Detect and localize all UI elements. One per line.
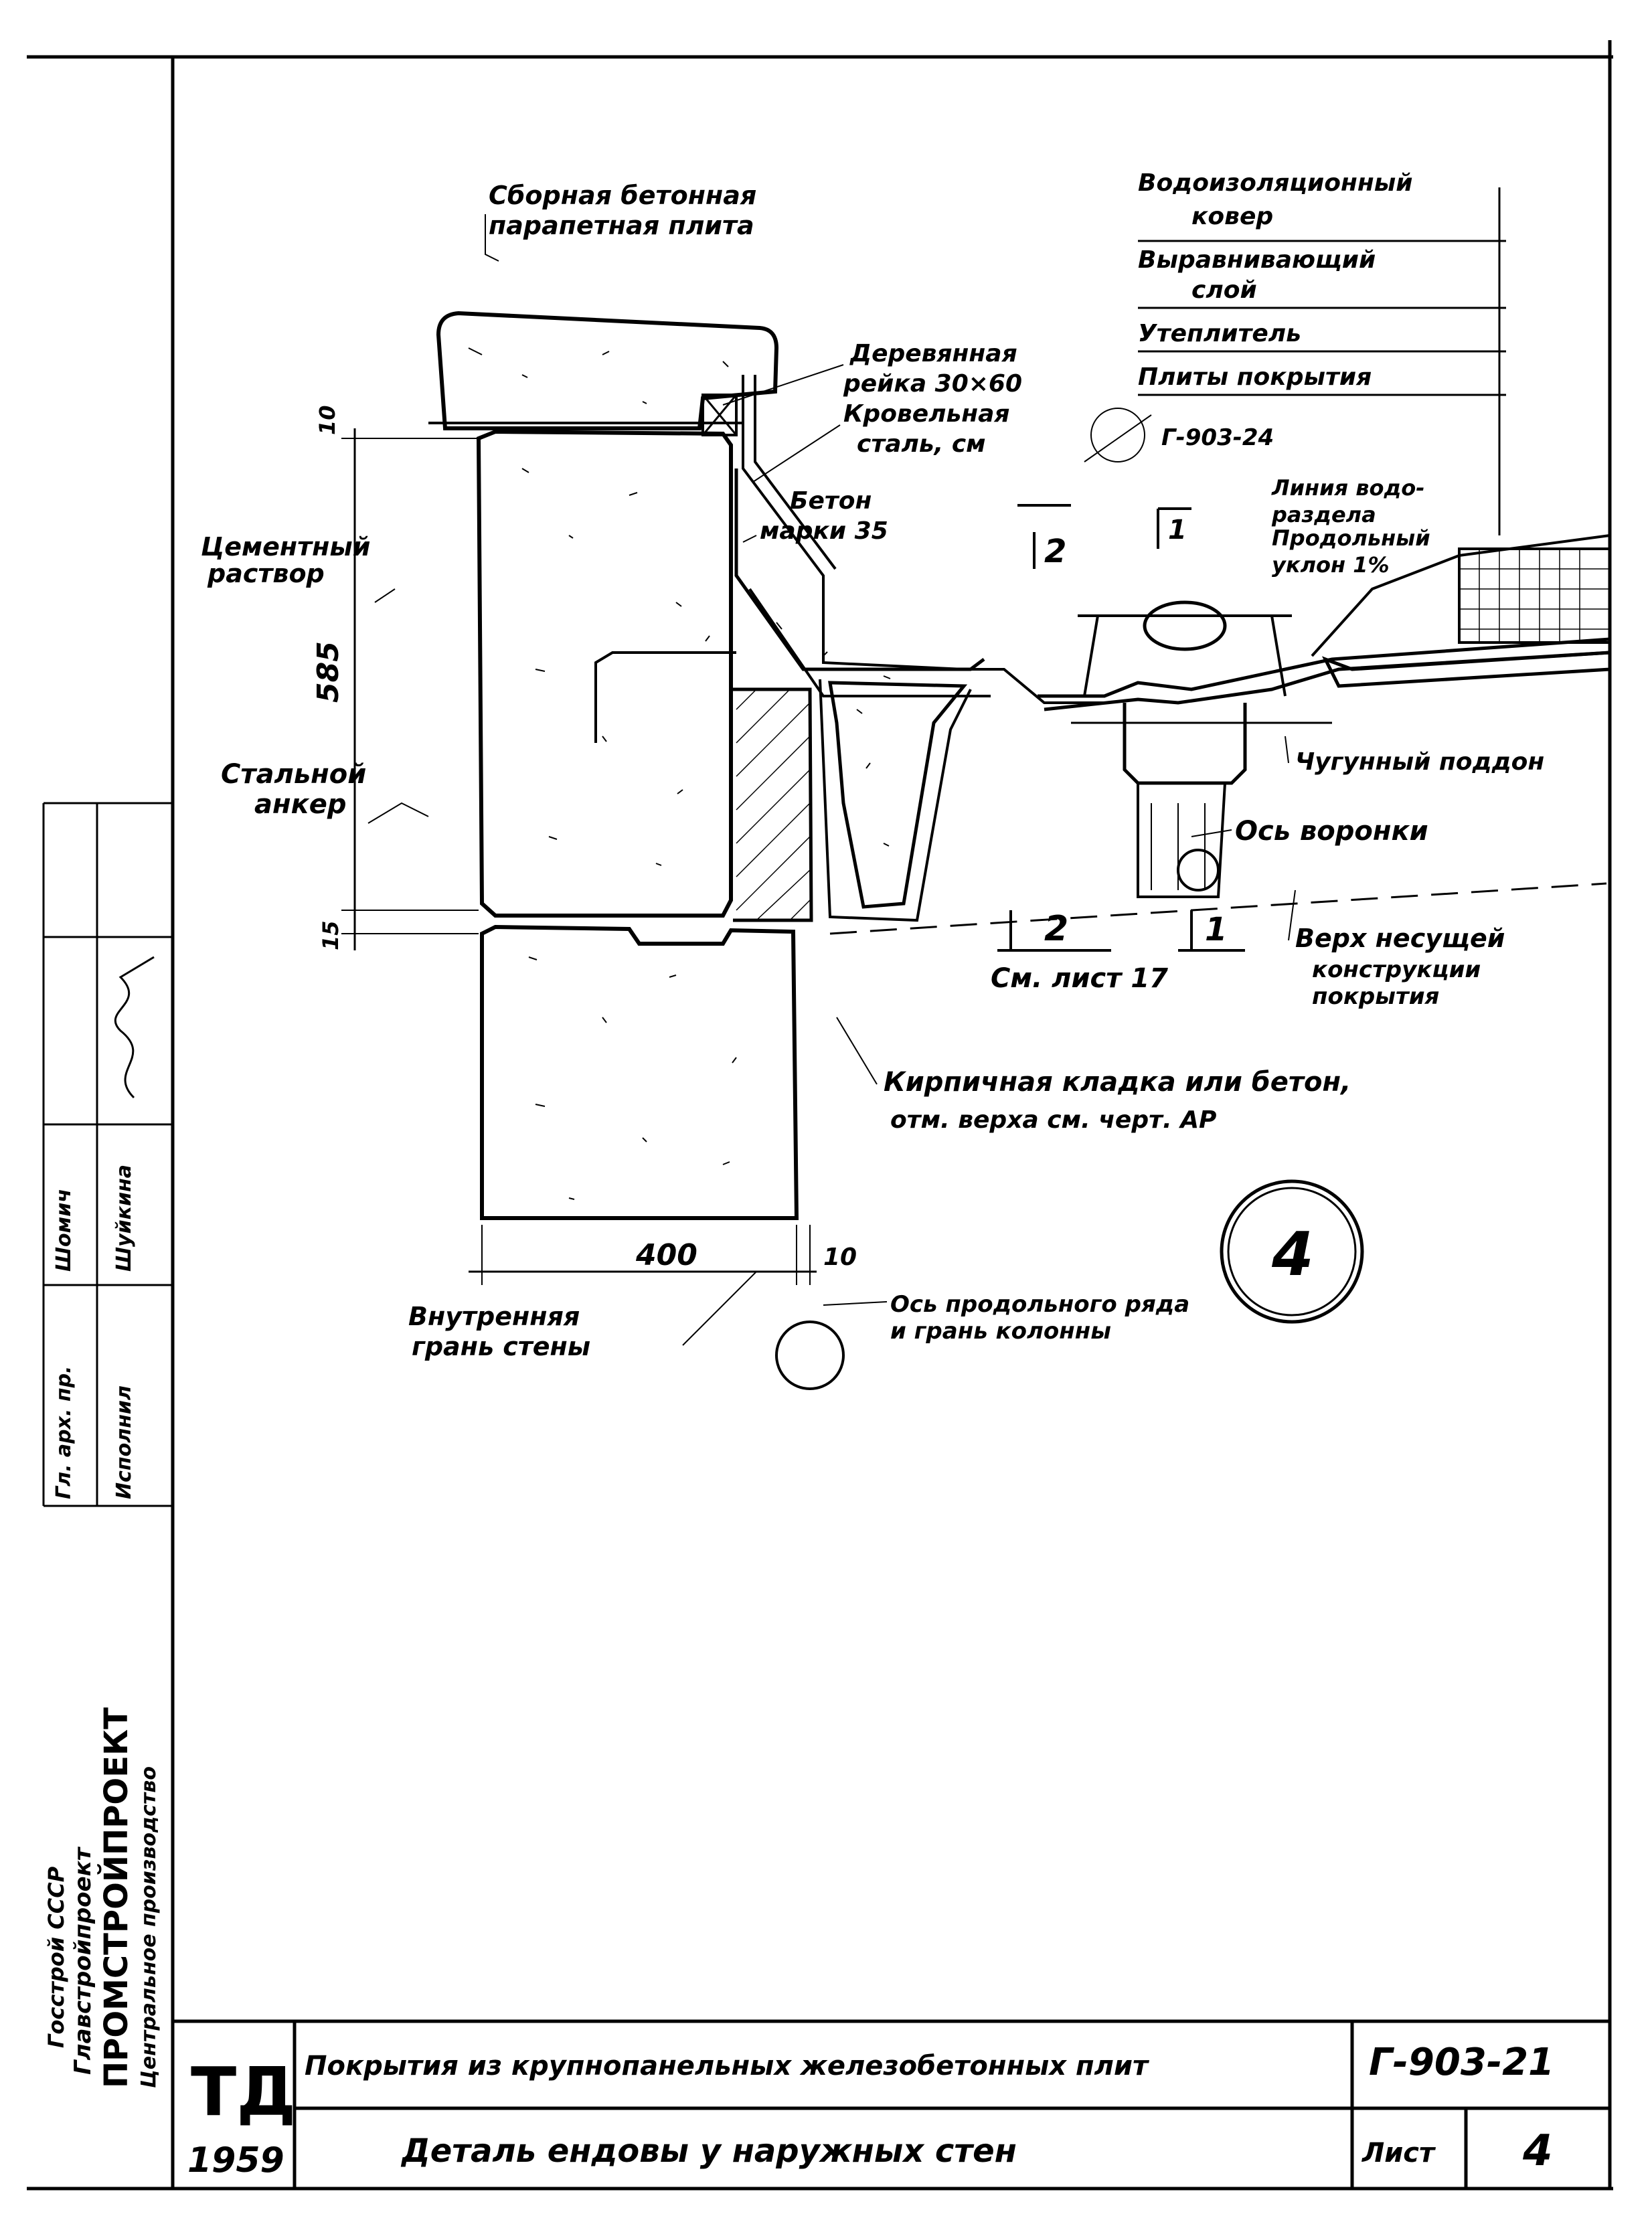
detail-drawing: Водоизоляционный ковер Выравнивающий сло… [201, 169, 1612, 1390]
column-axis-bubble [775, 1321, 845, 1390]
callout-concrete-1: Бетон [790, 487, 872, 515]
sheet-label: Лист [1361, 2138, 1436, 2168]
layer-1b: ковер [1191, 203, 1273, 230]
section-1-bottom: 1 [1205, 911, 1227, 948]
sheet-number: 4 [1522, 2126, 1553, 2176]
callout-tray: Чугунный поддон [1295, 748, 1544, 776]
callouts: Сборная бетонная парапетная плита Деревя… [201, 181, 1544, 1361]
callout-inner-face-2: грань стены [412, 1332, 590, 1361]
callout-batten-2: рейка 30×60 [843, 370, 1022, 398]
detail-number-mark: 4 [1220, 1179, 1364, 1324]
stamp-org-4: Центральное производство [137, 1766, 161, 2088]
upper-wall-panel [476, 429, 736, 918]
dimensions: 10 585 15 400 10 [311, 405, 857, 1390]
stamp-org-1: Госстрой СССР [44, 1866, 69, 2048]
callout-steel-2: сталь, см [857, 430, 986, 458]
callout-anchor-2: анкер [254, 789, 347, 820]
dim-10-bottom: 10 [823, 1244, 857, 1271]
sheet-title: Деталь ендовы у наружных стен [400, 2132, 1017, 2170]
callout-bearing-3: покрытия [1312, 983, 1439, 1010]
dim-585: 585 [311, 641, 345, 703]
section-see-sheet: См. лист 17 [991, 963, 1168, 994]
callout-anchor-1: Стальной [221, 759, 366, 790]
callout-bearing-1: Верх несущей [1295, 924, 1505, 953]
stamp-role-2: Исполнил [112, 1385, 136, 1499]
stamp-org-3: ПРОМСТРОЙПРОЕКТ [97, 1707, 135, 2088]
layers-table: Водоизоляционный ковер Выравнивающий сло… [1138, 169, 1506, 535]
callout-masonry-2: отм. верха см. черт. АР [890, 1106, 1216, 1134]
roof-funnel [1078, 600, 1292, 898]
bearing-top-line [829, 882, 1607, 935]
dim-400: 400 [635, 1238, 697, 1272]
dim-10-top: 10 [315, 405, 340, 435]
td-logo: ТД [191, 2053, 296, 2131]
callout-watershed-2: раздела [1271, 502, 1376, 527]
callout-batten-1: Деревянная [849, 340, 1017, 367]
callout-watershed-4: уклон 1% [1272, 552, 1390, 578]
stamp-role-3: Шомич [52, 1189, 76, 1272]
callout-axis-row-2: и грань колонны [890, 1318, 1111, 1345]
layer-2a: Выравнивающий [1138, 246, 1376, 274]
callout-ref-sheet: Г-903-24 [1161, 424, 1274, 451]
section-marks: 2 1 2 1 См. лист 17 [991, 504, 1245, 994]
layer-3: Утеплитель [1138, 320, 1301, 347]
title-year: 1959 [187, 2140, 284, 2181]
roof-build-up [1038, 534, 1612, 724]
callout-concrete-2: марки 35 [760, 517, 888, 545]
detail-number: 4 [1271, 1219, 1314, 1290]
side-stamp: Гл. арх. пр. Исполнил Шомич Шуйкина Госс… [42, 802, 173, 2088]
layer-2b: слой [1191, 276, 1257, 304]
stamp-role-4: Шуйкина [112, 1165, 136, 1272]
signature-mark [114, 956, 155, 1099]
dim-15: 15 [318, 920, 343, 950]
stamp-role-1: Гл. арх. пр. [52, 1366, 76, 1499]
callout-mortar-2: раствор [207, 559, 325, 588]
sheet-frame [27, 40, 1613, 2191]
section-2-bottom: 2 [1044, 909, 1068, 949]
callout-masonry-1: Кирпичная кладка или бетон, [884, 1067, 1351, 1098]
callout-steel-1: Кровельная [843, 400, 1010, 428]
stamp-org-2: Главстройпроект [70, 1846, 96, 2075]
masonry-block [733, 687, 813, 922]
series-title: Покрытия из крупнопанельных железобетонн… [305, 2051, 1150, 2081]
drawing-code: Г-903-21 [1369, 2041, 1554, 2084]
callout-bearing-2: конструкции [1312, 956, 1481, 983]
callout-watershed-3: Продольный [1272, 525, 1430, 551]
layer-4: Плиты покрытия [1138, 363, 1372, 391]
lower-wall-panel [480, 924, 799, 1220]
callout-inner-face-1: Внутренняя [408, 1302, 580, 1331]
callout-parapet-1: Сборная бетонная [489, 181, 756, 210]
callout-watershed-1: Линия водо- [1271, 475, 1425, 501]
gutter-slab [819, 679, 972, 922]
section-1-top: 1 [1168, 515, 1187, 545]
callout-funnel-axis: Ось воронки [1235, 816, 1428, 847]
parapet-slab [428, 311, 779, 430]
layer-1a: Водоизоляционный [1138, 169, 1413, 197]
ref-circle [1090, 408, 1145, 462]
callout-parapet-2: парапетная плита [489, 211, 754, 240]
section-2-top: 2 [1044, 533, 1066, 570]
callout-axis-row-1: Ось продольного ряда [890, 1291, 1189, 1318]
callout-mortar-1: Цементный [201, 532, 370, 562]
title-block: ТД 1959 Покрытия из крупнопанельных желе… [173, 2019, 1610, 2189]
